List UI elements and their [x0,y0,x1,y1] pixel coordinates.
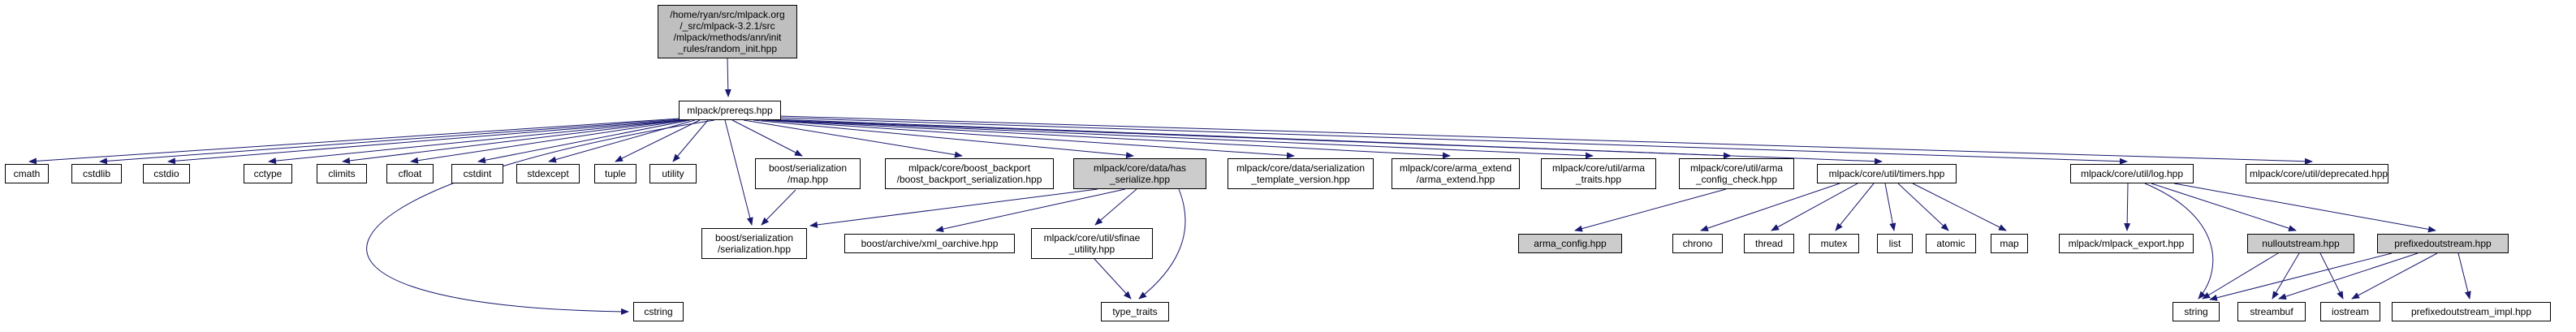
edge-prereqs-timers [777,119,1883,165]
edge-nulloutstream-streambuf [2272,252,2300,300]
node-tuple[interactable]: tuple [594,164,636,183]
node-mlpack-export-hpp[interactable]: mlpack/mlpack_export.hpp [2059,234,2194,253]
edge-timers-list [1884,183,1896,231]
node-has-serialize-hpp[interactable]: mlpack/core/data/has _serialize.hpp [1073,158,1206,189]
edge-prereqs-cstdlib [99,119,681,165]
edge-random_init-prereqs [724,58,731,97]
edge-sfinae_utility-type_traits [1094,258,1132,300]
node-random-init-hpp[interactable]: /home/ryan/src/mlpack.org /_src/mlpack-3… [658,5,797,58]
edge-arma_config_check-arma_config [1574,188,1727,232]
node-log-hpp[interactable]: mlpack/core/util/log.hpp [2070,164,2194,183]
edge-prereqs-cstdio [167,119,681,165]
node-thread[interactable]: thread [1744,234,1794,253]
edge-prefixedoutstream-string [2209,252,2393,301]
node-chrono[interactable]: chrono [1672,234,1723,253]
node-string[interactable]: string [2173,302,2220,321]
edge-timers-chrono [1700,183,1840,231]
node-streambuf[interactable]: streambuf [2237,302,2306,321]
edge-prereqs-stdexcept [548,119,696,163]
node-cmath[interactable]: cmath [5,164,49,183]
node-prereqs-hpp[interactable]: mlpack/prereqs.hpp [679,101,781,120]
edge-nulloutstream-string [2202,252,2279,300]
node-serialization-template-version-hpp[interactable]: mlpack/core/data/serialization _template… [1228,158,1374,189]
node-sfinae-utility-hpp[interactable]: mlpack/core/util/sfinae _utility.hpp [1031,228,1153,259]
node-arma-config-hpp[interactable]: arma_config.hpp [1518,234,1622,253]
edge-prereqs-arma_extend [766,119,1451,159]
node-type-traits[interactable]: type_traits [1101,302,1169,321]
node-iostream[interactable]: iostream [2320,302,2380,321]
edge-has_serialize-xml_oarchive [935,188,1126,232]
node-timers-hpp[interactable]: mlpack/core/util/timers.hpp [1817,164,1957,183]
node-arma-config-check-hpp[interactable]: mlpack/core/util/arma _config_check.hpp [1679,158,1794,189]
node-map[interactable]: map [1991,234,2028,253]
node-cstring[interactable]: cstring [633,302,684,321]
node-atomic[interactable]: atomic [1926,234,1976,253]
node-deprecated-hpp[interactable]: mlpack/core/util/deprecated.hpp [2246,164,2388,183]
node-boost-serialization-map-hpp[interactable]: boost/serialization /map.hpp [755,158,861,189]
edge-prereqs-has_serialize [753,119,1134,159]
edge-log-prefixedoutstream [2173,183,2436,233]
edge-prereqs-tuple [615,119,701,162]
node-mutex[interactable]: mutex [1809,234,1859,253]
edge-log-string [2144,183,2214,300]
edge-prereqs-boost_backport [743,119,963,158]
edge-prefixedoutstream-streambuf [2278,252,2419,300]
edge-prereqs-utility [672,119,709,162]
edge-log-mlpack_export [2124,183,2131,231]
node-boost-backport-serialization-hpp[interactable]: mlpack/core/boost_backport /boost_backpo… [885,158,1054,189]
node-prefixedoutstream-hpp[interactable]: prefixedoutstream.hpp [2377,234,2509,253]
edge-timers-mutex [1835,183,1875,231]
edge-prereqs-climits [342,119,684,164]
node-utility[interactable]: utility [649,164,697,183]
edge-has_serialize-sfinae_utility [1094,188,1137,226]
edge-prefixedoutstream-prefixedoutstream_impl [2457,252,2471,300]
edge-prereqs-serialization_template_version [761,119,1295,159]
edge-timers-thread [1771,183,1858,231]
edge-prereqs-cstdint [477,119,691,164]
edge-prefixedoutstream-iostream [2351,252,2438,300]
edge-prereqs-boost_map [731,119,803,157]
edge-prereqs-cstring [366,119,715,315]
node-boost-serialization-hpp[interactable]: boost/serialization /serialization.hpp [701,228,807,259]
node-arma-traits-hpp[interactable]: mlpack/core/util/arma _traits.hpp [1541,158,1656,189]
edge-prereqs-arma_traits [770,119,1594,159]
node-nulloutstream-hpp[interactable]: nulloutstream.hpp [2247,234,2354,253]
edge-has_serialize-boost_serialization [809,188,1098,228]
edge-has_serialize-type_traits [1138,188,1186,300]
edge-prereqs-cmath [28,118,681,165]
node-climits[interactable]: climits [317,164,367,183]
node-cstdlib[interactable]: cstdlib [71,164,122,183]
node-xml-oarchive-hpp[interactable]: boost/archive/xml_oarchive.hpp [844,234,1015,253]
node-stdexcept[interactable]: stdexcept [516,164,580,183]
edge-prereqs-log [779,117,2128,165]
node-cctype[interactable]: cctype [244,164,292,183]
edge-prereqs-cctype [268,119,683,165]
node-list[interactable]: list [1877,234,1913,253]
edge-nulloutstream-iostream [2319,252,2344,300]
edge-boost_map-boost_serialization [761,189,796,226]
node-cfloat[interactable]: cfloat [386,164,434,183]
node-arma-extend-hpp[interactable]: mlpack/core/arma_extend /arma_extend.hpp [1392,158,1520,189]
node-prefixedoutstream-impl-hpp[interactable]: prefixedoutstream_impl.hpp [2392,302,2551,321]
node-cstdio[interactable]: cstdio [143,164,190,183]
edge-prereqs-cfloat [410,119,688,164]
node-cstdint[interactable]: cstdint [451,164,503,183]
edge-log-nulloutstream [2151,183,2297,232]
edge-prereqs-deprecated [779,115,2313,165]
edge-prereqs-boost_serialization [724,119,753,226]
edge-timers-map [1912,183,2007,231]
edge-timers-atomic [1897,183,1949,231]
